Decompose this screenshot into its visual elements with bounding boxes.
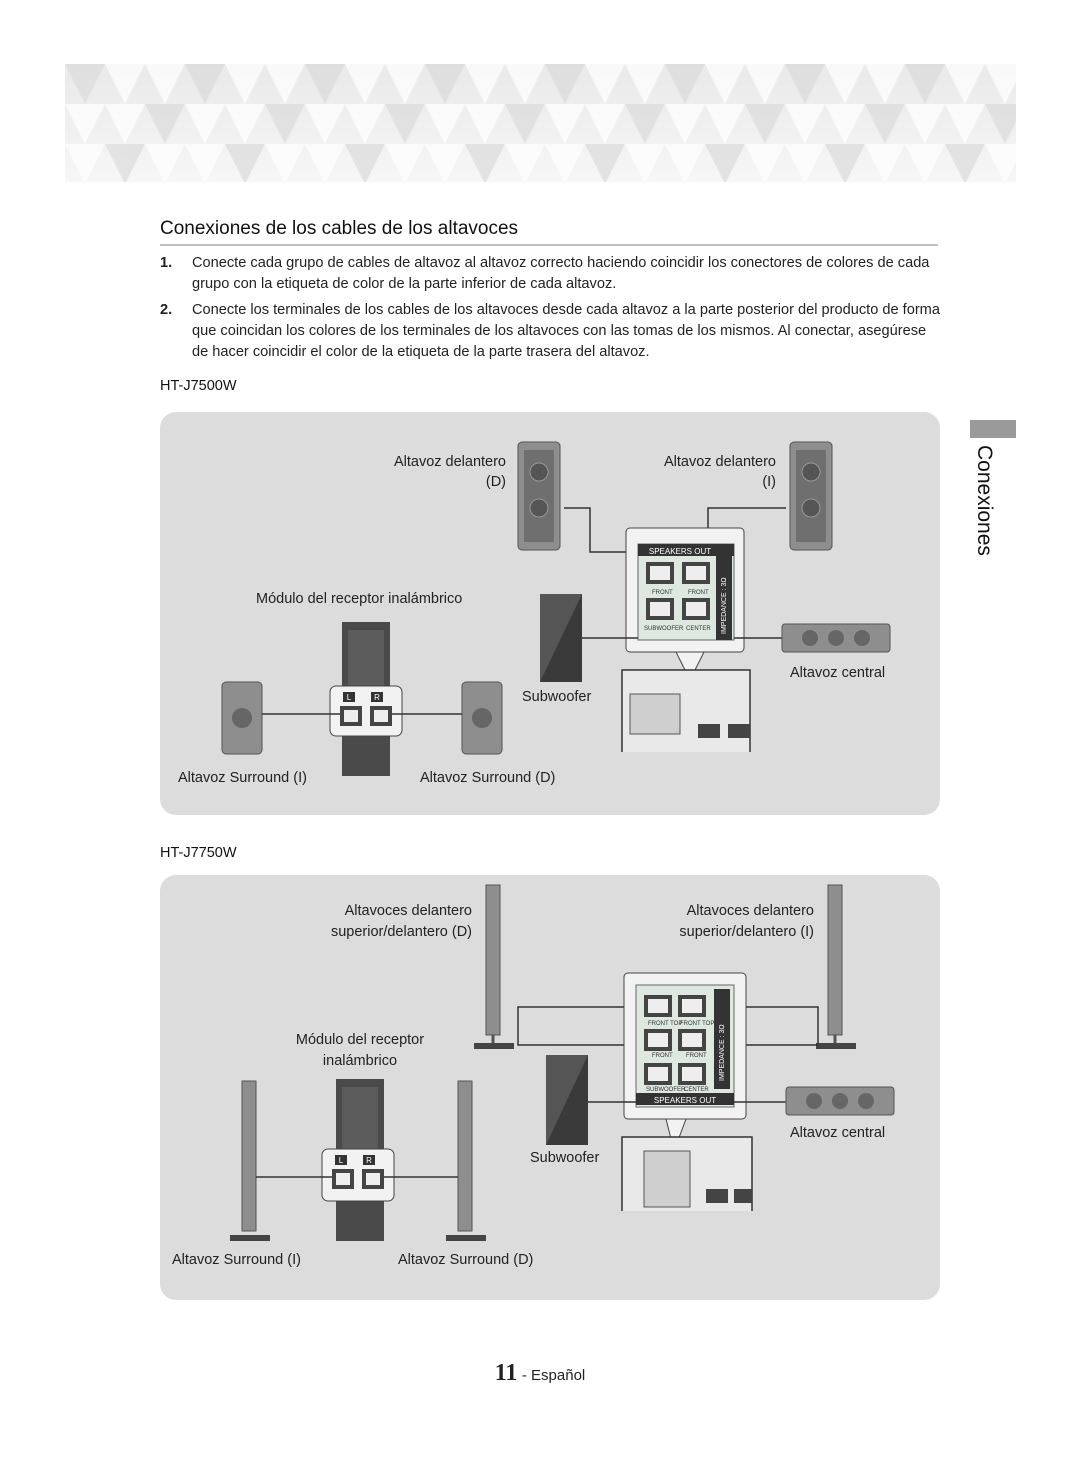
surround-right-label: Altavoz Surround (D) [398,1252,534,1268]
subwoofer-port-label: SUBWOOFER [644,626,684,632]
front-right-speaker [517,441,561,551]
front-left-tall-speaker [816,884,856,1049]
page-language: - Español [521,1367,586,1384]
model-label-2: HT-J7750W [160,845,237,861]
receiver-label-2: inalámbrico [322,1053,398,1069]
wireless-receiver-module: L R [329,622,403,776]
header-banner [65,64,1016,182]
receiver-label-1: Módulo del receptor [295,1032,425,1048]
front-right-label-1: Altavoces delantero [344,903,472,919]
product-rear-panel [621,669,751,752]
front-right-label-2: (D) [485,474,506,490]
step-number: 1. [160,255,173,271]
model-label-1: HT-J7500W [160,378,237,394]
diagram-ht-j7500w: SPEAKERS OUT FRONT FRONT SUBWOOFER CENTE… [160,412,940,815]
step-number: 2. [160,302,173,318]
subwoofer-icon [546,1055,588,1145]
front-right-label-2: superior/delantero (D) [330,924,472,940]
surround-left-label: Altavoz Surround (I) [172,1252,301,1268]
title-divider [160,244,938,246]
section-title: Conexiones de los cables de los altavoce… [160,218,519,239]
banner-pattern [65,64,1016,182]
receiver-l-label: L [339,1156,344,1165]
center-speaker [785,1086,895,1116]
center-speaker [781,623,891,653]
front-right-label-1: Altavoz delantero [393,454,506,470]
wireless-receiver-module: L R [321,1079,395,1241]
connection-diagram-1: SPEAKERS OUT FRONT FRONT SUBWOOFER CENTE… [221,441,891,776]
front-top-a-label: FRONT TOP [648,1021,682,1027]
center-label: Altavoz central [790,1125,886,1141]
front-top-b-label: FRONT TOP [680,1021,714,1027]
surround-left-speaker [221,681,263,755]
front-left-label-2: (I) [762,474,776,490]
center-port-label: CENTER [684,1087,709,1093]
page-footer: 11 - Español [0,1360,1080,1387]
connection-diagram-2: FRONT TOP FRONT TOP FRONT FRONT SUBWOOFE… [230,884,895,1241]
center-port-label: CENTER [686,626,711,632]
receiver-label: Módulo del receptor inalámbrico [256,591,463,607]
front-left-label-1: Altavoz delantero [663,454,776,470]
surround-left-tall-speaker [230,1080,270,1241]
subwoofer-label: Subwoofer [530,1150,600,1166]
step-text: Conecte cada grupo de cables de altavoz … [192,255,930,292]
receiver-l-label: L [347,693,352,702]
front-b-label: FRONT [686,1053,707,1059]
page-number: 11 [494,1360,518,1386]
surround-right-label: Altavoz Surround (D) [420,770,556,786]
impedance-label: IMPEDANCE : 3Ω [721,577,728,634]
front-a-label: FRONT [652,590,673,596]
front-left-speaker [789,441,833,551]
front-left-label-2: superior/delantero (I) [679,924,814,940]
front-right-tall-speaker [474,884,514,1049]
subwoofer-port-label: SUBWOOFER [646,1087,686,1093]
subwoofer-icon [540,594,582,682]
front-a-label: FRONT [652,1053,673,1059]
receiver-r-label: R [366,1156,372,1165]
speaker-terminal-panel: FRONT TOP FRONT TOP FRONT FRONT SUBWOOFE… [623,972,747,1153]
front-left-label-1: Altavoces delantero [686,903,814,919]
step-text: Conecte los terminales de los cables de … [192,302,940,360]
surround-right-speaker [461,681,503,755]
panel-title: SPEAKERS OUT [654,1096,716,1105]
center-label: Altavoz central [790,665,886,681]
chapter-tab-label: Conexiones [973,445,996,556]
subwoofer-label: Subwoofer [522,689,592,705]
diagram-ht-j7750w: FRONT TOP FRONT TOP FRONT FRONT SUBWOOFE… [160,875,940,1300]
surround-left-label: Altavoz Surround (I) [178,770,307,786]
receiver-r-label: R [374,693,380,702]
panel-title: SPEAKERS OUT [649,547,711,556]
chapter-tab-marker [970,420,1016,438]
product-rear-panel [621,1136,753,1211]
impedance-label: IMPEDANCE : 3Ω [719,1024,726,1081]
surround-right-tall-speaker [446,1080,486,1241]
speaker-terminal-panel: SPEAKERS OUT FRONT FRONT SUBWOOFER CENTE… [625,527,745,682]
front-b-label: FRONT [688,590,709,596]
